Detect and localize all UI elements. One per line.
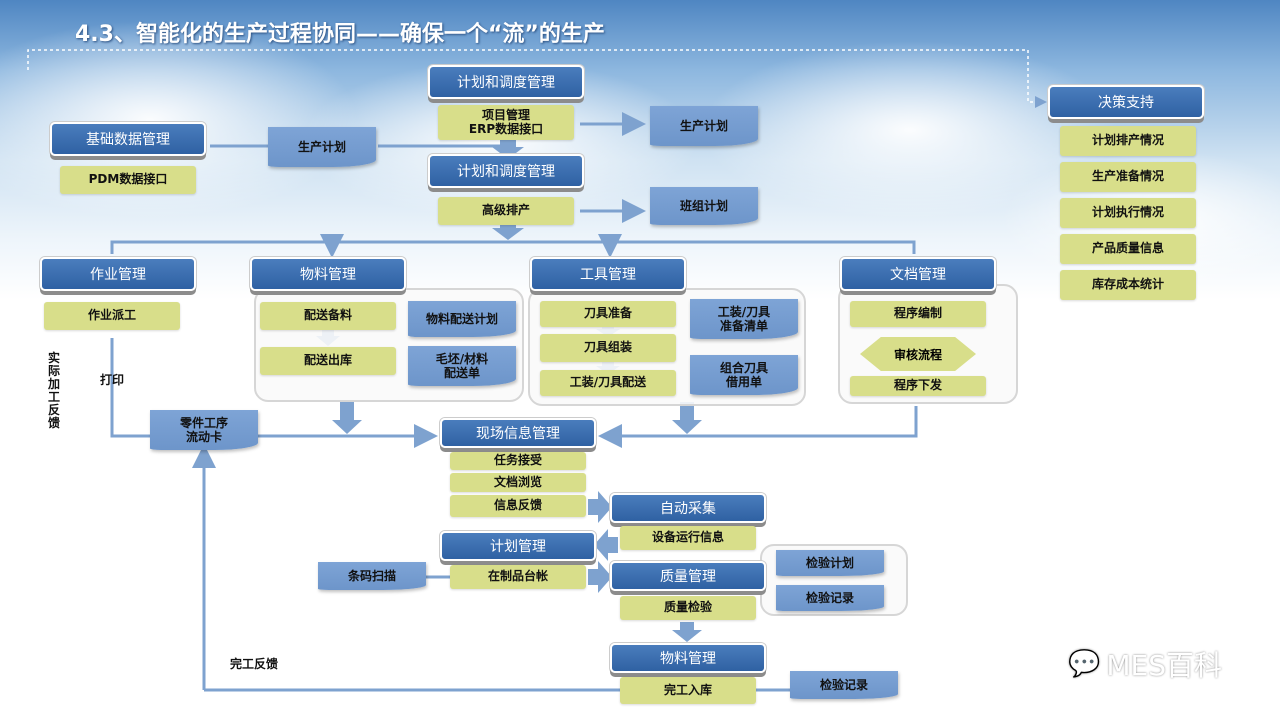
feedback-item: 信息反馈 (450, 495, 586, 517)
wechat-icon: 💬 (1068, 649, 1101, 679)
decision-item: 计划排产情况 (1060, 126, 1196, 156)
decision-item: 计划执行情况 (1060, 198, 1196, 228)
decision-item: 产品质量信息 (1060, 234, 1196, 264)
blank-list-doc: 毛坯/材料 配送单 (408, 346, 516, 386)
out-stock-item: 配送出库 (260, 347, 396, 375)
dispatch-item: 作业派工 (44, 302, 180, 330)
finish-feedback-label: 完工反馈 (230, 657, 279, 671)
tool-delivery-item: 工装/刀具配送 (540, 370, 676, 396)
wip-ledger-item: 在制品台帐 (450, 565, 586, 589)
quality-header: 质量管理 (610, 561, 766, 591)
quality-check-item: 质量检验 (620, 596, 756, 620)
program-edit-item: 程序编制 (850, 301, 986, 327)
slide-title: 4.3、智能化的生产过程协同——确保一个“流”的生产 (75, 22, 605, 47)
process-card-doc: 零件工序 流动卡 (150, 410, 258, 450)
print-label: 打印 (100, 373, 125, 387)
watermark-text: MES百科 (1106, 649, 1222, 682)
inspect-plan-doc: 检验计划 (776, 550, 884, 576)
decision-header: 决策支持 (1048, 85, 1204, 119)
plan-schedule-header-1: 计划和调度管理 (428, 65, 584, 99)
aps-item: 高级排产 (438, 197, 574, 225)
tool-borrow-doc: 组合刀具 借用单 (690, 355, 798, 395)
tool-list-doc: 工装/刀具 准备清单 (690, 299, 798, 339)
team-plan-doc: 班组计划 (650, 187, 758, 225)
barcode-doc: 条码扫描 (318, 562, 426, 590)
finish-store-item: 完工入库 (620, 677, 756, 704)
material-header-2: 物料管理 (610, 643, 766, 673)
plan-mgmt-header: 计划管理 (440, 531, 596, 561)
material-header: 物料管理 (250, 257, 406, 291)
equip-info-item: 设备运行信息 (620, 526, 756, 550)
document-header: 文档管理 (840, 257, 996, 291)
review-decision: 审核流程 (860, 337, 976, 371)
production-plan-doc-1: 生产计划 (268, 127, 376, 167)
inspect-record-doc-1: 检验记录 (776, 585, 884, 611)
material-plan-doc: 物料配送计划 (408, 301, 516, 337)
decision-item: 库存成本统计 (1060, 270, 1196, 300)
pdm-item: PDM数据接口 (60, 166, 196, 194)
prep-material-item: 配送备料 (260, 302, 396, 330)
inspect-record-doc-2: 检验记录 (790, 671, 898, 699)
tool-prep-item: 刀具准备 (540, 301, 676, 327)
production-plan-doc-2: 生产计划 (650, 106, 758, 146)
actual-feedback-label: 实际加工反馈 (48, 351, 61, 430)
tool-assembly-item: 刀具组装 (540, 334, 676, 362)
job-header: 作业管理 (40, 257, 196, 291)
decision-item: 生产准备情况 (1060, 162, 1196, 192)
basic-data-header: 基础数据管理 (50, 122, 206, 156)
program-issue-item: 程序下发 (850, 376, 986, 396)
task-accept-item: 任务接受 (450, 452, 586, 470)
watermark: 💬 MES百科 (1068, 644, 1222, 684)
doc-browse-item: 文档浏览 (450, 473, 586, 492)
tool-header: 工具管理 (530, 257, 686, 291)
project-erp-item: 项目管理 ERP数据接口 (438, 105, 574, 140)
site-info-header: 现场信息管理 (440, 418, 596, 448)
plan-schedule-header-2: 计划和调度管理 (428, 154, 584, 188)
auto-collect-header: 自动采集 (610, 493, 766, 523)
